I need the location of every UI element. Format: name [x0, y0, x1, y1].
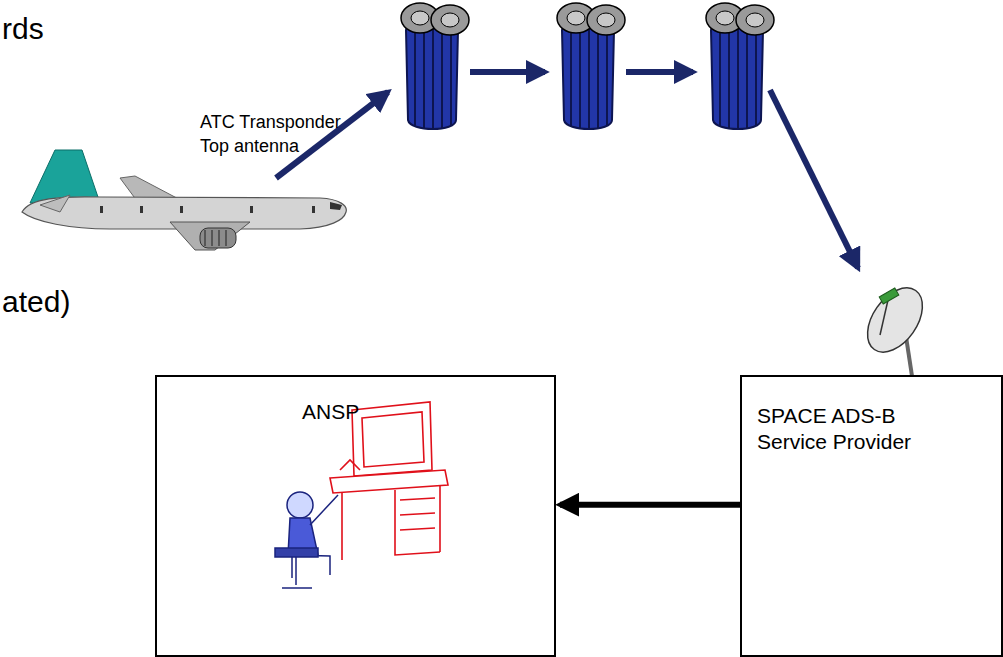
- ansp-box: ANSP: [155, 375, 556, 657]
- signal-arrow: [276, 72, 858, 268]
- operator-person: [275, 492, 338, 588]
- satellite: [557, 3, 625, 129]
- box-title: ANSP: [302, 399, 422, 425]
- antenna-label: ATC Transponder: [200, 112, 341, 133]
- operator-workstation: [330, 402, 448, 560]
- service-provider-box: SPACE ADS-B Service Provider: [740, 375, 1003, 657]
- data-flow-arrow: [560, 502, 740, 508]
- ground-antenna: [856, 278, 933, 376]
- cut-off-text: ated): [2, 285, 70, 319]
- cut-off-text: rds: [2, 12, 44, 46]
- airplane: [22, 150, 346, 250]
- satellite: [706, 3, 774, 129]
- antenna-label: Top antenna: [200, 136, 299, 157]
- satellite: [401, 3, 469, 129]
- box-title: SPACE ADS-B Service Provider: [757, 403, 947, 456]
